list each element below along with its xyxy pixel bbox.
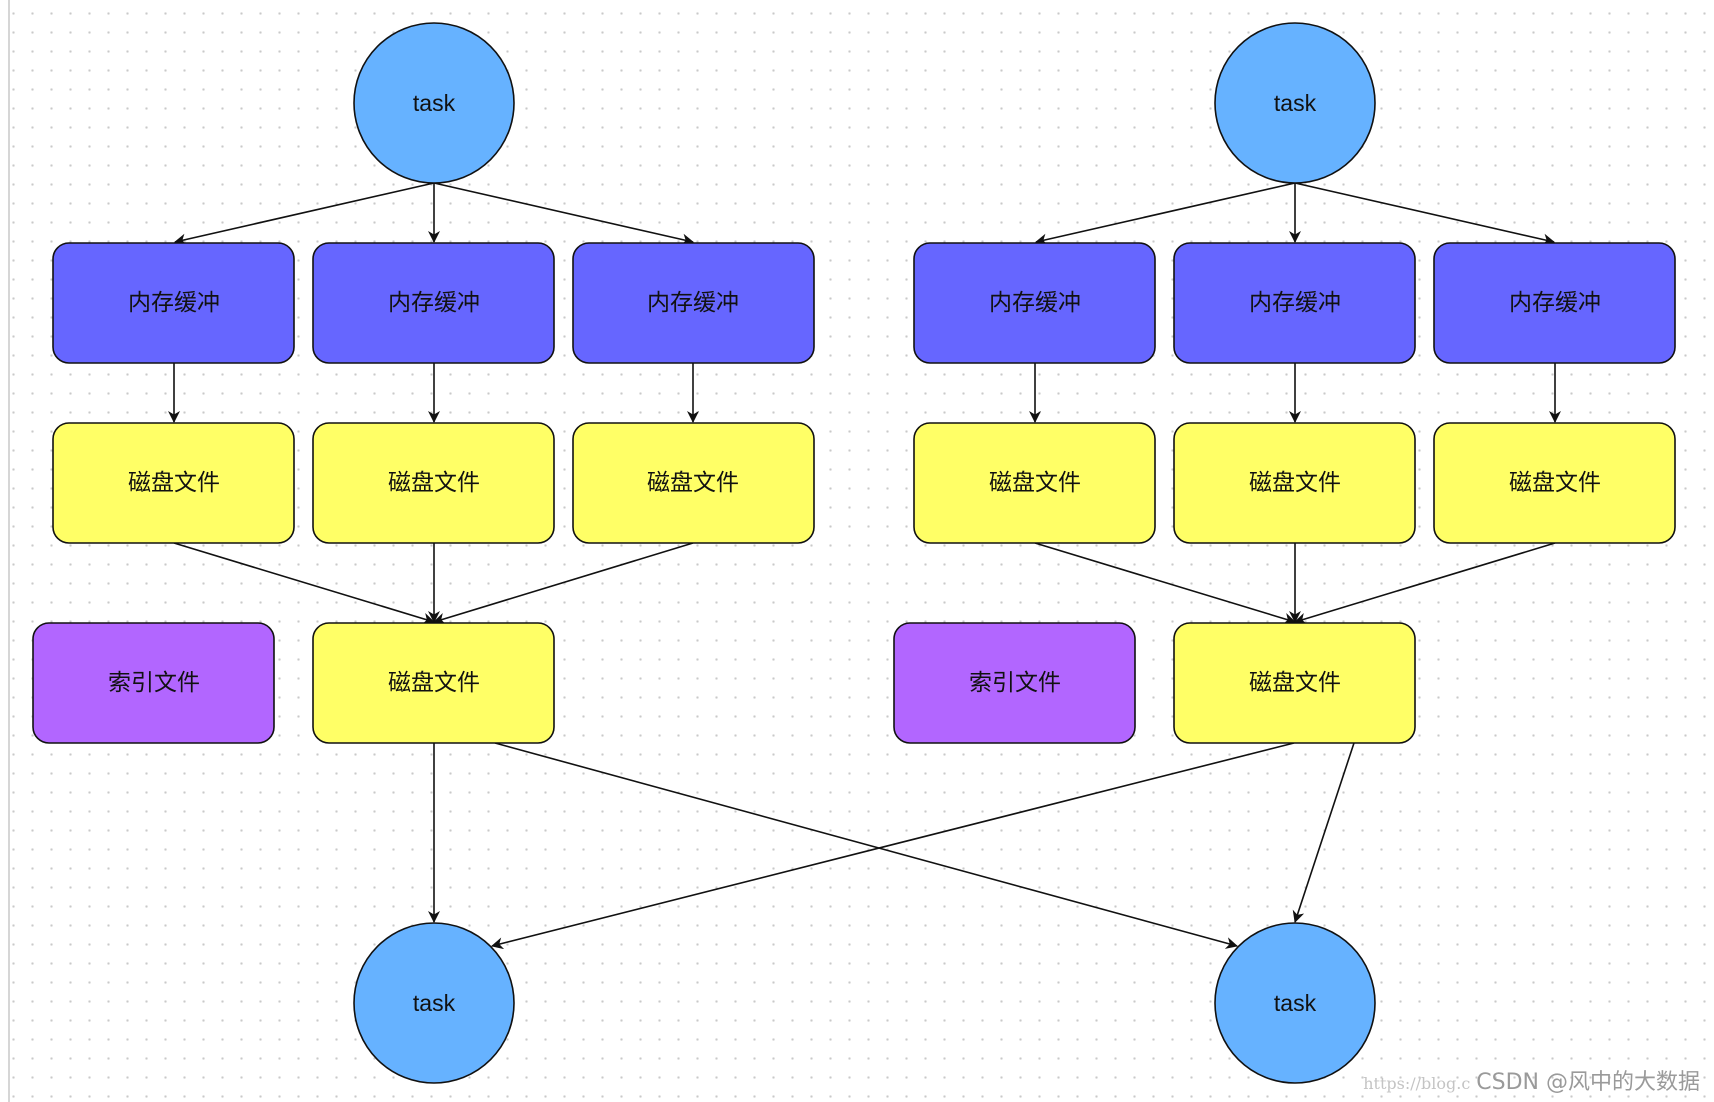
memory-buffer-node-2[interactable]: 内存缓冲 (312, 242, 555, 364)
task-label: task (413, 90, 456, 116)
edge-disk-3-to-merged (433, 542, 694, 625)
edge-merged-right-to-task-bottom-left (491, 742, 1295, 950)
disk-file-label: 磁盘文件 (1249, 470, 1341, 496)
watermark-text: CSDN @风中的大数据 (1476, 1070, 1700, 1095)
memory-buffer-node-5[interactable]: 内存缓冲 (1173, 242, 1416, 364)
task-node-top-left[interactable]: task (353, 22, 515, 184)
memory-buffer-label: 内存缓冲 (647, 290, 739, 316)
index-file-label: 索引文件 (108, 670, 200, 696)
disk-file-label: 磁盘文件 (1509, 470, 1601, 496)
memory-buffer-label: 内存缓冲 (388, 290, 480, 316)
watermark-url: https://blog.c (1363, 1074, 1471, 1093)
task-node-bottom-right[interactable]: task (1214, 922, 1376, 1084)
index-file-node-left[interactable]: 索引文件 (32, 622, 275, 744)
task-label: task (1274, 90, 1317, 116)
memory-buffer-label: 内存缓冲 (128, 290, 220, 316)
disk-file-node-4[interactable]: 磁盘文件 (913, 422, 1156, 544)
disk-file-label: 磁盘文件 (647, 470, 739, 496)
edge-disk-6-to-merged (1294, 542, 1556, 625)
task-label: task (1274, 990, 1317, 1016)
task-label: task (413, 990, 456, 1016)
edge-merged-right-to-task-bottom-right (1292, 742, 1355, 923)
edge-task-left-to-buffer-1 (174, 182, 435, 246)
index-file-node-right[interactable]: 索引文件 (893, 622, 1136, 744)
memory-buffer-node-3[interactable]: 内存缓冲 (572, 242, 815, 364)
memory-buffer-label: 内存缓冲 (1249, 290, 1341, 316)
disk-file-node-6[interactable]: 磁盘文件 (1433, 422, 1676, 544)
disk-file-label: 磁盘文件 (1249, 670, 1341, 696)
disk-file-node-1[interactable]: 磁盘文件 (52, 422, 295, 544)
memory-buffer-node-4[interactable]: 内存缓冲 (913, 242, 1156, 364)
disk-file-node-2[interactable]: 磁盘文件 (312, 422, 555, 544)
task-node-top-right[interactable]: task (1214, 22, 1376, 184)
edge-disk-1-to-merged (173, 542, 435, 625)
merged-disk-file-node-left[interactable]: 磁盘文件 (312, 622, 555, 744)
edge-task-left-to-buffer-3 (433, 182, 694, 246)
index-file-label: 索引文件 (969, 670, 1061, 696)
disk-file-label: 磁盘文件 (128, 470, 220, 496)
disk-file-node-3[interactable]: 磁盘文件 (572, 422, 815, 544)
csdn-watermark: https://blog.c CSDN @风中的大数据 (1363, 1064, 1700, 1096)
edges (168, 182, 1561, 950)
memory-buffer-node-1[interactable]: 内存缓冲 (52, 242, 295, 364)
disk-file-node-5[interactable]: 磁盘文件 (1173, 422, 1416, 544)
memory-buffer-label: 内存缓冲 (989, 290, 1081, 316)
memory-buffer-node-6[interactable]: 内存缓冲 (1433, 242, 1676, 364)
disk-file-label: 磁盘文件 (989, 470, 1081, 496)
disk-file-label: 磁盘文件 (388, 470, 480, 496)
canvas-left-border (8, 0, 10, 1102)
edge-task-right-to-buffer-4 (1035, 182, 1296, 246)
edge-disk-4-to-merged (1034, 542, 1296, 625)
edge-merged-left-to-task-bottom-right (494, 742, 1238, 949)
memory-buffer-label: 内存缓冲 (1509, 290, 1601, 316)
task-node-bottom-left[interactable]: task (353, 922, 515, 1084)
merged-disk-file-node-right[interactable]: 磁盘文件 (1173, 622, 1416, 744)
disk-file-label: 磁盘文件 (388, 670, 480, 696)
edge-task-right-to-buffer-6 (1294, 182, 1555, 246)
